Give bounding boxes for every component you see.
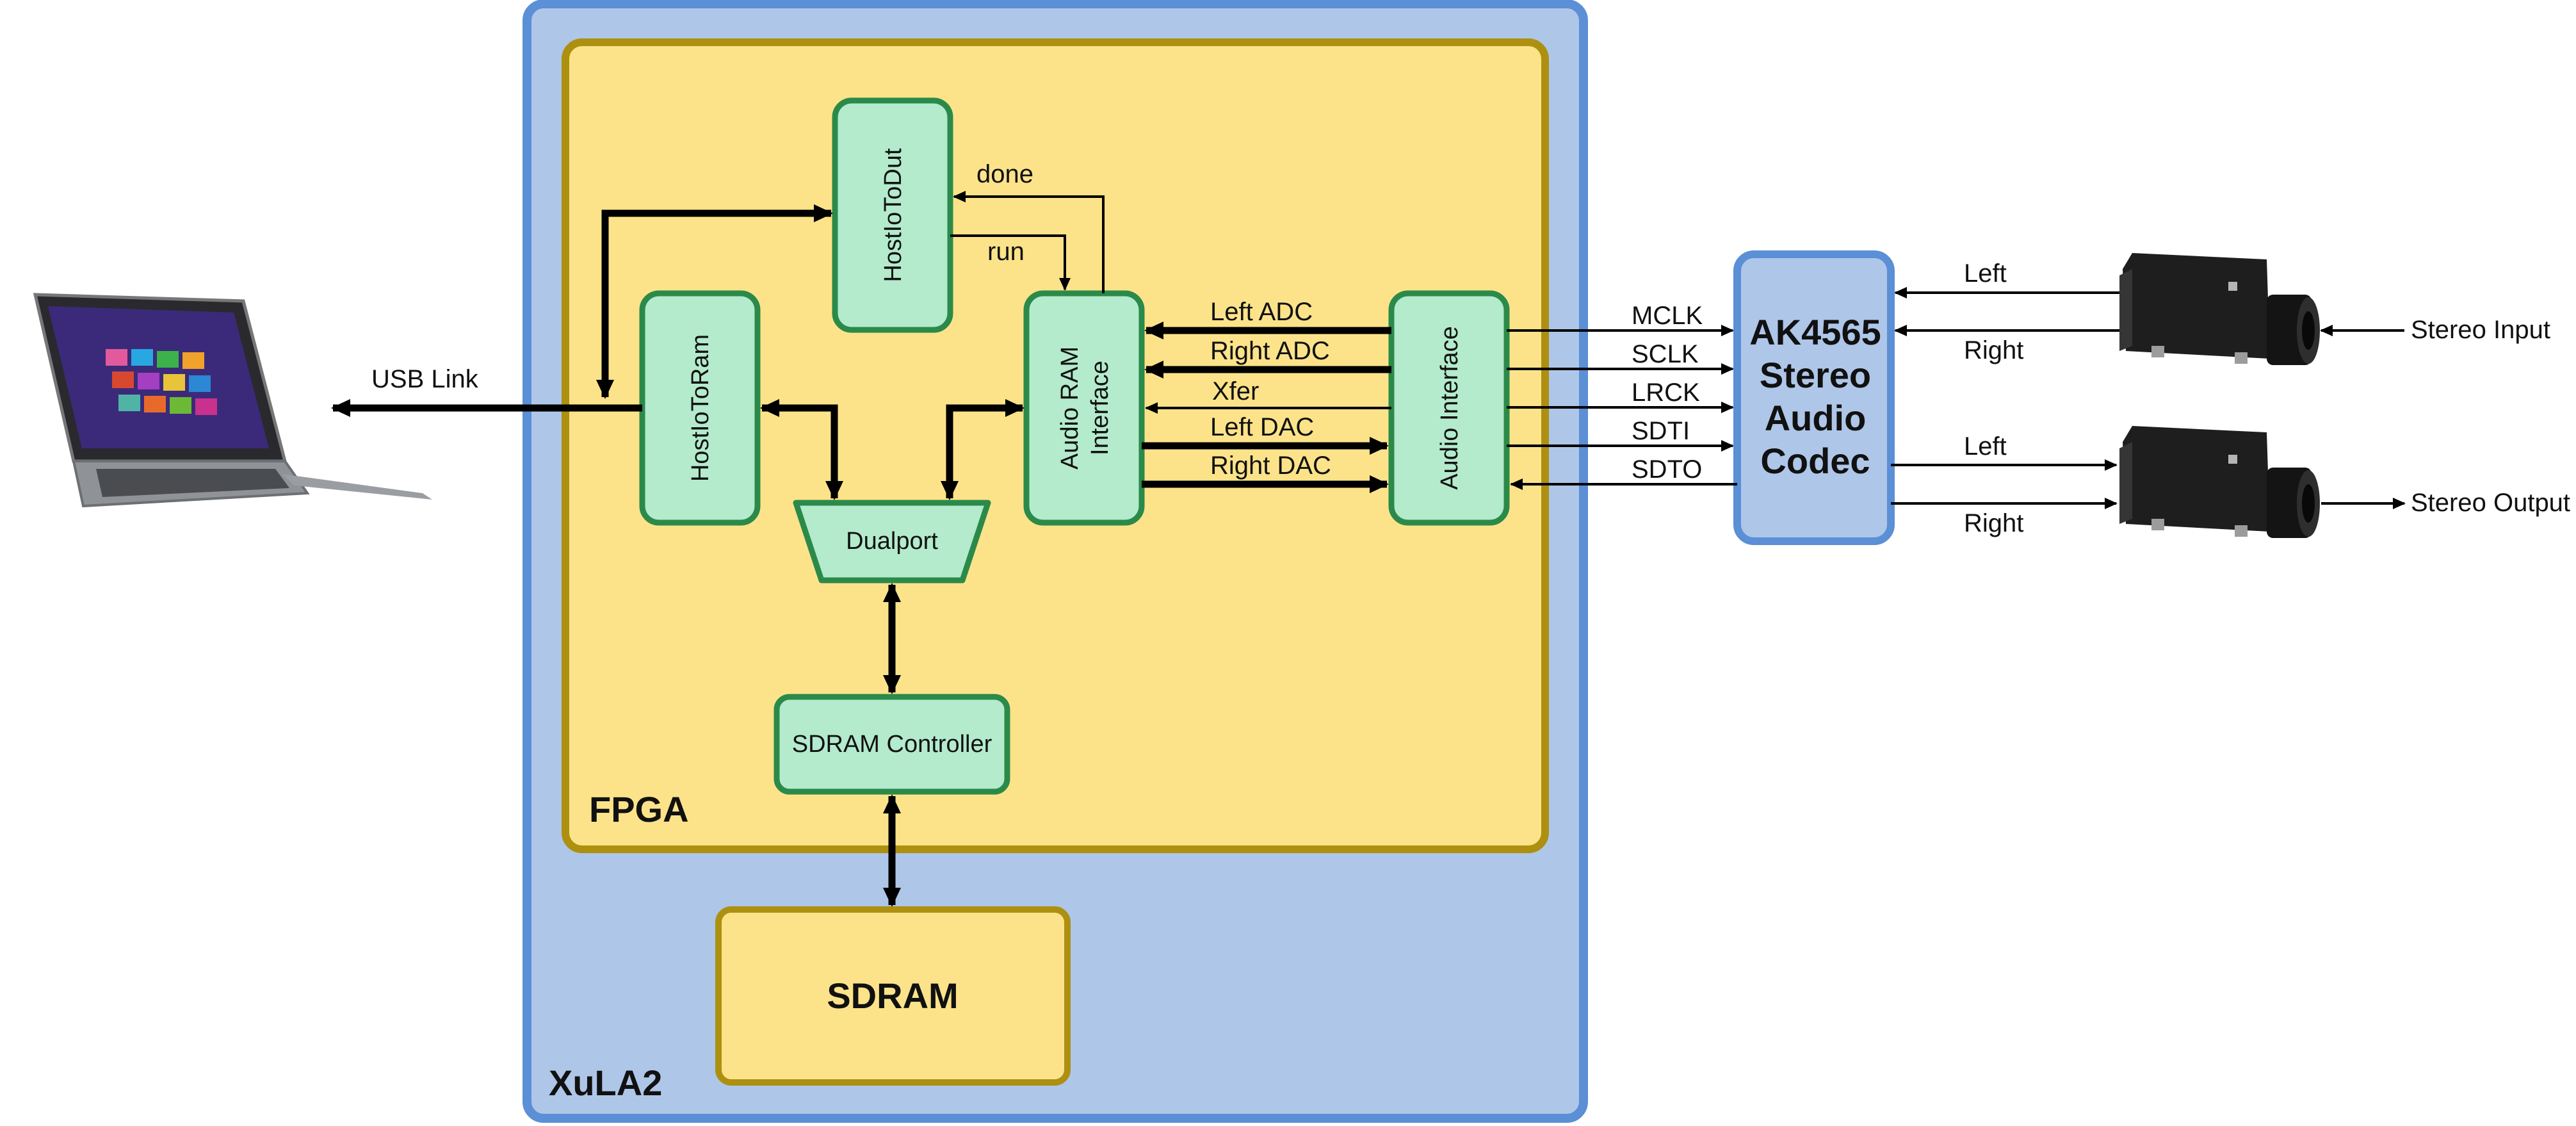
audio-ram-dualport-bus-arrow [941,399,1025,500]
host-io-to-dut-block [832,97,953,333]
codec-block [1733,250,1895,545]
codec-label-line1: AK4565 [1749,312,1881,352]
dualport-block [793,500,991,583]
xula2-label: XuLA2 [549,1063,662,1103]
sdti-label: SDTI [1632,417,1690,445]
usb-link-label: USB Link [371,365,479,393]
codec-label-line4: Codec [1760,441,1870,481]
output-right-label: Right [1964,509,2023,537]
host-dut-bus-arrow [596,204,833,399]
codec-label-line2: Stereo [1760,355,1871,395]
run-label: run [987,238,1025,266]
lrck-label: LRCK [1632,379,1700,407]
sclk-label: SCLK [1632,340,1699,368]
output-left-label: Left [1964,432,2007,461]
audio-jack-output-icon [2119,426,2320,538]
sdto-label: SDTO [1632,455,1702,484]
sdram-controller-block [774,694,1010,795]
done-arrow [953,191,1105,293]
run-arrow [950,234,1071,291]
audio-ram-interface-block [1023,290,1145,526]
left-dac-label: Left DAC [1210,413,1314,441]
ram-dualport-bus-arrow [760,399,843,500]
sdram-label: SDRAM [827,975,958,1016]
audio-jack-input-icon [2119,253,2320,365]
dualport-label: Dualport [846,528,938,555]
sdram-block [715,906,1071,1086]
audio-ram-interface-label-line2: Interface [1087,361,1114,455]
input-left-label: Left [1964,259,2007,288]
laptop-icon [33,293,432,508]
left-adc-label: Left ADC [1210,298,1313,326]
done-label: done [976,160,1033,188]
input-right-label: Right [1964,336,2023,364]
audio-interface-label: Audio Interface [1436,326,1463,490]
mclk-label: MCLK [1632,302,1703,330]
xfer-label: Xfer [1212,377,1259,405]
sdram-controller-label: SDRAM Controller [792,731,992,758]
right-adc-label: Right ADC [1210,337,1330,365]
fpga-label: FPGA [589,789,689,829]
stereo-input-label: Stereo Input [2411,316,2550,344]
codec-label-line3: Audio [1765,398,1867,438]
stereo-output-label: Stereo Output [2411,489,2570,517]
host-io-to-ram-label: HostIoToRam [687,334,714,482]
audio-ram-interface-label-line1: Audio RAM [1057,347,1083,469]
host-io-to-dut-label: HostIoToDut [880,148,907,282]
right-dac-label: Right DAC [1210,452,1331,480]
